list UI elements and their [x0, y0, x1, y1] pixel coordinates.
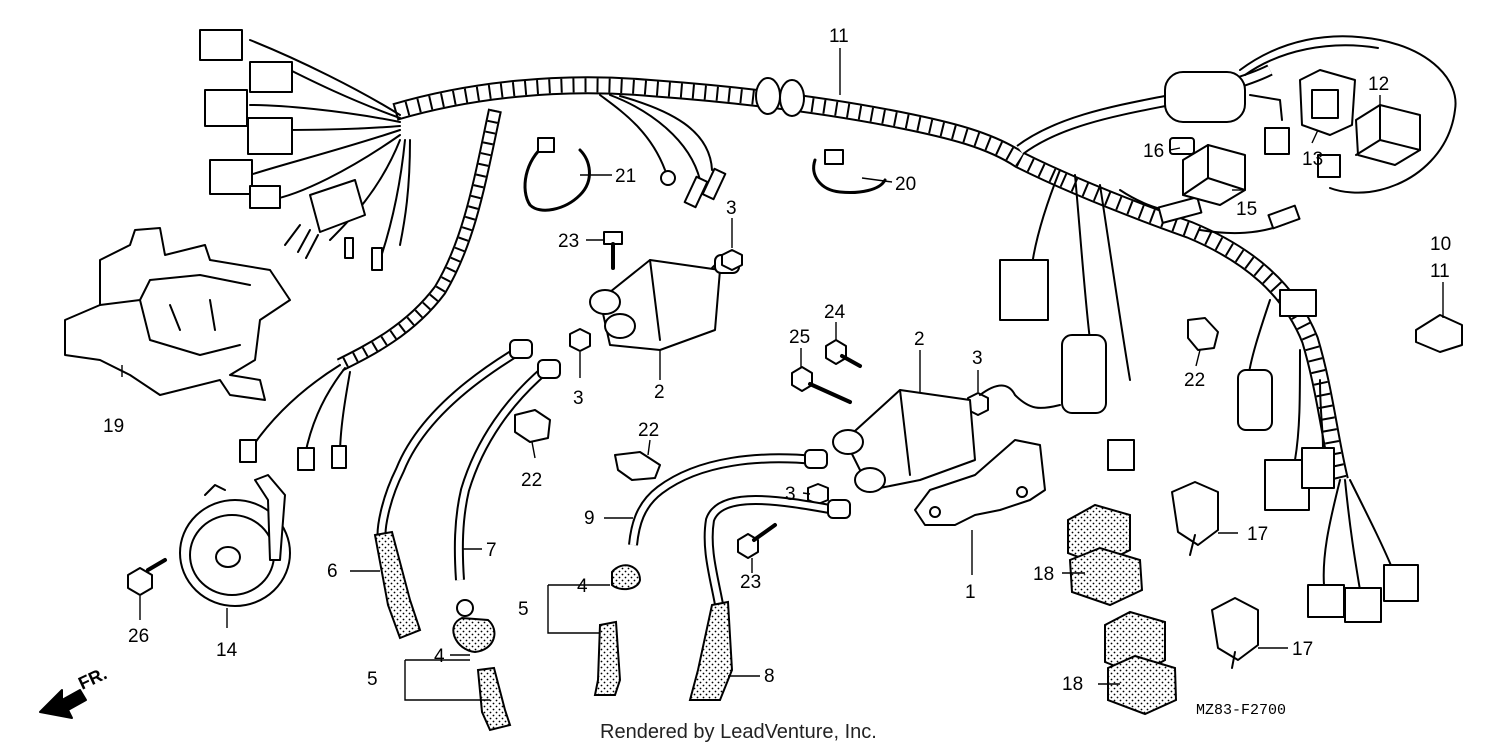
bolt-26	[127, 558, 167, 596]
wire-clip-22-left	[514, 409, 551, 443]
callout-9: 9	[584, 508, 595, 529]
callout-15: 15	[1236, 199, 1257, 220]
nut-3-a	[721, 249, 743, 271]
horn-14	[179, 474, 291, 607]
callout-22-right: 22	[1184, 370, 1205, 391]
front-direction-label: FR.	[75, 663, 110, 693]
plug-cap-5-left	[476, 666, 512, 732]
callout-18-lower: 18	[1062, 674, 1083, 695]
bolt-24	[825, 339, 862, 368]
callout-1: 1	[965, 582, 976, 603]
ht-cord-7	[453, 359, 561, 581]
callout-6: 6	[327, 561, 338, 582]
plug-cap-4-center	[611, 564, 642, 591]
callout-17-lower: 17	[1292, 639, 1313, 660]
callout-20: 20	[895, 174, 916, 195]
callout-3-mid: 3	[573, 388, 584, 409]
callout-23-upper: 23	[558, 231, 579, 252]
callout-14: 14	[216, 640, 238, 661]
callout-11-side: 11	[1430, 261, 1450, 282]
fuse-holder-17-lower	[1211, 597, 1259, 669]
callout-4-center: 4	[577, 576, 588, 597]
right-harness-branches	[999, 169, 1419, 623]
callout-5-left: 5	[367, 669, 378, 690]
callout-4-left: 4	[434, 646, 445, 667]
ht-cord-8	[688, 495, 851, 701]
callout-24: 24	[824, 302, 846, 323]
fuse-box-18-lower	[1104, 610, 1178, 716]
callout-22-center: 22	[638, 420, 659, 441]
callout-3-top: 3	[726, 198, 737, 219]
fuse-16	[1169, 137, 1195, 155]
callout-5-center: 5	[518, 599, 529, 620]
plug-cap-4-left	[452, 599, 496, 654]
top-center-leads	[599, 94, 727, 209]
bolt-25	[791, 366, 852, 404]
bolt-23-upper	[603, 231, 623, 270]
left-connector-bundle	[199, 29, 411, 271]
wire-harness-main	[336, 64, 1349, 483]
relay-holder-13	[1299, 69, 1356, 136]
callout-numbers: 1 2 2 3 3 3 3 4 4 5 5 6 7 8 9 10 11 11 1…	[103, 26, 1451, 695]
callout-18-upper: 18	[1033, 564, 1054, 585]
fuse-box-18-upper	[1067, 503, 1144, 607]
callout-19: 19	[103, 416, 124, 437]
callout-3-lower: 3	[785, 484, 796, 505]
ht-cord-9	[628, 449, 828, 546]
right-relay-loop	[1164, 35, 1457, 194]
callout-10: 10	[1430, 234, 1451, 255]
callout-8: 8	[764, 666, 775, 687]
fuse-holder-17-upper	[1171, 481, 1219, 556]
callout-2-lower: 2	[914, 329, 925, 350]
ignition-coil-lower	[832, 384, 1061, 493]
band-clamp-21	[523, 137, 591, 212]
wire-clip-22-center	[614, 451, 661, 481]
callout-26: 26	[128, 626, 149, 647]
callout-22-left: 22	[521, 470, 542, 491]
electrical-bracket-19	[64, 227, 291, 401]
band-clamp-20	[812, 149, 887, 194]
relay-10-11	[1415, 314, 1463, 353]
leader-lines	[121, 48, 1444, 701]
nut-3-b	[569, 328, 591, 352]
callout-7: 7	[486, 540, 497, 561]
callout-21: 21	[615, 166, 636, 187]
callout-13: 13	[1302, 149, 1323, 170]
diagram-code: MZ83-F2700	[1196, 702, 1286, 719]
callout-11-top: 11	[829, 26, 849, 47]
bolt-23-lower	[737, 523, 777, 559]
callout-12: 12	[1368, 74, 1389, 95]
callout-17-upper: 17	[1247, 524, 1268, 545]
wire-clip-22-right	[1187, 317, 1219, 351]
plug-cap-5-center	[593, 620, 622, 696]
callout-23-lower: 23	[740, 572, 761, 593]
render-credit: Rendered by LeadVenture, Inc.	[600, 721, 877, 743]
relay-12	[1355, 104, 1421, 166]
coil-bracket-1	[914, 439, 1046, 526]
callout-2-upper: 2	[654, 382, 665, 403]
front-direction-arrow: FR.	[39, 663, 110, 719]
lower-left-leads	[239, 364, 351, 471]
nut-3-d	[807, 483, 829, 505]
ht-cord-6	[373, 339, 533, 640]
callout-16: 16	[1143, 141, 1164, 162]
callout-3-right: 3	[972, 348, 983, 369]
callout-25: 25	[789, 327, 810, 348]
